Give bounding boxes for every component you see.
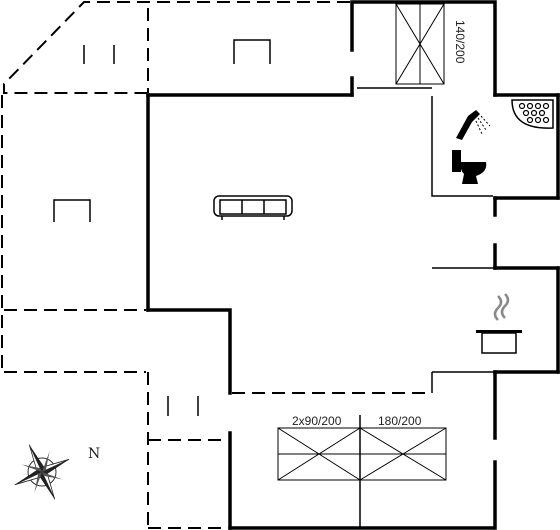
chair-icon — [83, 45, 115, 64]
table-icon — [53, 199, 91, 222]
upper-bunk-size-label: 140/200 — [453, 20, 467, 64]
sofa-icon — [213, 195, 293, 220]
interior-walls — [357, 87, 495, 528]
twin-beds — [277, 427, 361, 481]
shower-icon — [456, 110, 491, 140]
walls — [146, 0, 560, 530]
chair-icon — [167, 396, 199, 416]
double-bed — [359, 427, 447, 481]
cooking-pot-icon — [476, 293, 522, 354]
upper-bunk-bed — [395, 3, 445, 85]
compass-rose-icon — [14, 444, 70, 500]
jacuzzi-icon — [511, 99, 554, 129]
twin-beds-size-label: 2x90/200 — [292, 414, 342, 428]
compass-north-label: N — [88, 446, 100, 462]
double-bed-size-label: 180/200 — [378, 414, 422, 428]
table-icon — [233, 39, 271, 64]
terrace-outline — [1, 1, 432, 529]
toilet-icon — [452, 150, 487, 184]
